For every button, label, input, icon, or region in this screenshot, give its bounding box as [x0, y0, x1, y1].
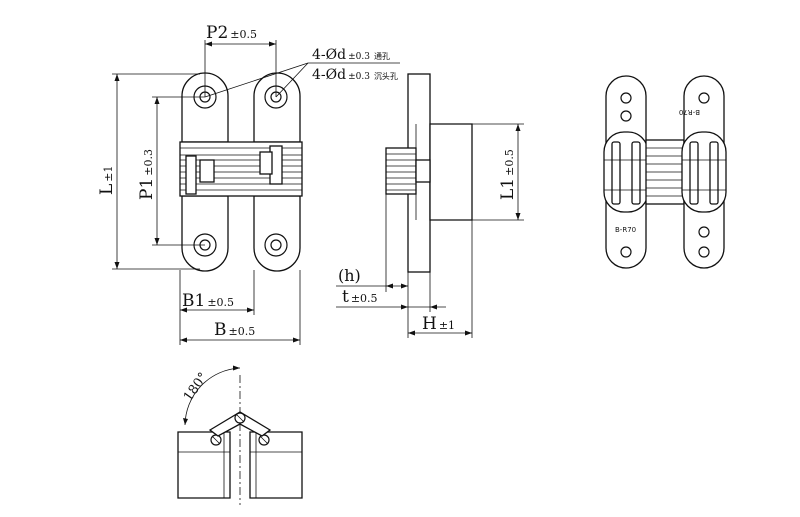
- link-arm-stack: [179, 141, 303, 197]
- open-left-block: [177, 431, 231, 499]
- p1-tolerance: ±0.3: [142, 149, 155, 176]
- open-right-block: [249, 431, 303, 499]
- p1-label: P1: [137, 178, 157, 200]
- side-knuckle: [385, 147, 417, 195]
- l1-tolerance: ±0.5: [503, 149, 516, 176]
- svg-text:L1±0.5: L1 ±0.5: [498, 149, 518, 200]
- side-view: L1±0.5 (h) t±0.5 H±1: [336, 73, 524, 338]
- side-body-block: [429, 123, 473, 221]
- hole-csk-note: 沉头孔: [374, 71, 398, 81]
- b-tolerance: ±0.5: [229, 325, 256, 338]
- l1-dimension: L1 ±0.5: [472, 123, 524, 221]
- svg-text:L±1: L ±1: [97, 165, 117, 195]
- hole-callouts: 4-Ød±0.3 通孔 4-Ød±0.3 沉头孔: [204, 47, 400, 98]
- b1-dimension: B1±0.5: [179, 270, 301, 345]
- h-paren-label: (h): [338, 266, 361, 285]
- svg-text:P2±0.5: P2±0.5: [206, 23, 257, 43]
- p2-label: P2: [206, 23, 228, 43]
- b-label: B: [214, 320, 227, 340]
- model-label-right: B-R70: [679, 108, 700, 116]
- angle-arc: [184, 367, 241, 426]
- svg-text:P1±0.3: P1 ±0.3: [137, 149, 157, 200]
- svg-text:B1±0.5: B1±0.5: [182, 291, 234, 311]
- b-dimension: B±0.5: [180, 320, 300, 343]
- hole-csk-label: 4-Ød: [312, 67, 346, 83]
- lower-right-hole: [264, 233, 288, 257]
- svg-text:H±1: H±1: [422, 314, 455, 334]
- svg-text:t±0.5: t±0.5: [342, 287, 378, 307]
- p1-dimension: P1 ±0.3: [137, 96, 205, 246]
- open-view: 180°: [177, 365, 303, 505]
- hole-through-label: 4-Ød: [312, 47, 346, 63]
- b1-tolerance: ±0.5: [207, 296, 234, 309]
- p2-dimension: P2±0.5: [204, 23, 277, 97]
- angle-label: 180°: [181, 370, 211, 404]
- l1-label: L1: [498, 178, 518, 200]
- h-label: H: [422, 314, 437, 334]
- model-label-left: B-R70: [615, 226, 636, 234]
- h-tolerance: ±1: [439, 319, 455, 332]
- svg-text:B±0.5: B±0.5: [214, 320, 255, 340]
- p2-tolerance: ±0.5: [230, 28, 257, 41]
- l-dimension: L ±1: [97, 73, 200, 270]
- hole-through-tolerance: ±0.3: [348, 52, 370, 62]
- hole-csk-tolerance: ±0.3: [348, 72, 370, 82]
- svg-text:4-Ød±0.3通孔: 4-Ød±0.3 通孔: [312, 47, 390, 63]
- perspective-view: B-R70 B-R70: [603, 75, 727, 269]
- t-label: t: [342, 287, 349, 307]
- hole-through-note: 通孔: [374, 51, 390, 61]
- open-link-arms: [208, 411, 272, 437]
- h-t-dimensions: (h) t±0.5 H±1: [336, 194, 473, 338]
- t-tolerance: ±0.5: [351, 292, 378, 305]
- b1-label: B1: [182, 291, 205, 311]
- l-label: L: [97, 184, 117, 195]
- l-tolerance: ±1: [102, 165, 115, 181]
